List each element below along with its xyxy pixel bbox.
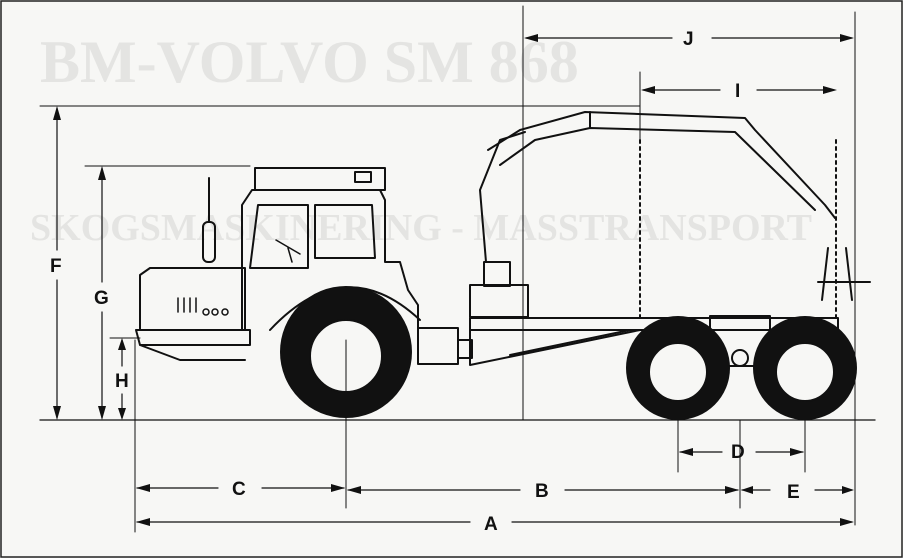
dimension-g — [84, 165, 251, 420]
crane-boom — [487, 111, 836, 219]
dimension-j — [522, 5, 856, 526]
label-c: C — [232, 479, 246, 500]
dimension-f — [39, 105, 641, 420]
label-i: I — [735, 81, 740, 102]
label-b: B — [535, 481, 549, 502]
engine-grille — [177, 297, 229, 316]
dimension-h — [109, 337, 141, 420]
grapple — [817, 247, 871, 301]
rear-wheel-2 — [753, 316, 857, 420]
cab-window-front — [249, 204, 309, 269]
dimension-b — [347, 419, 741, 509]
cab-window-side — [314, 204, 376, 259]
rear-unit — [469, 111, 871, 367]
label-e: E — [787, 482, 800, 503]
dimension-a — [136, 518, 854, 526]
label-g: G — [94, 288, 109, 309]
dimension-e — [741, 486, 854, 494]
label-h: H — [115, 371, 129, 392]
background-title: BM-VOLVO SM 868 — [40, 29, 579, 95]
background-subtitle: SKOGSMASKINERING - MASSTRANSPORT — [30, 207, 812, 249]
rear-wheel-1 — [626, 316, 730, 420]
label-a: A — [484, 514, 498, 535]
label-f: F — [50, 256, 62, 277]
label-j: J — [683, 29, 694, 50]
label-d: D — [731, 442, 745, 463]
cab-roof — [254, 167, 386, 191]
front-wheel — [280, 286, 412, 421]
